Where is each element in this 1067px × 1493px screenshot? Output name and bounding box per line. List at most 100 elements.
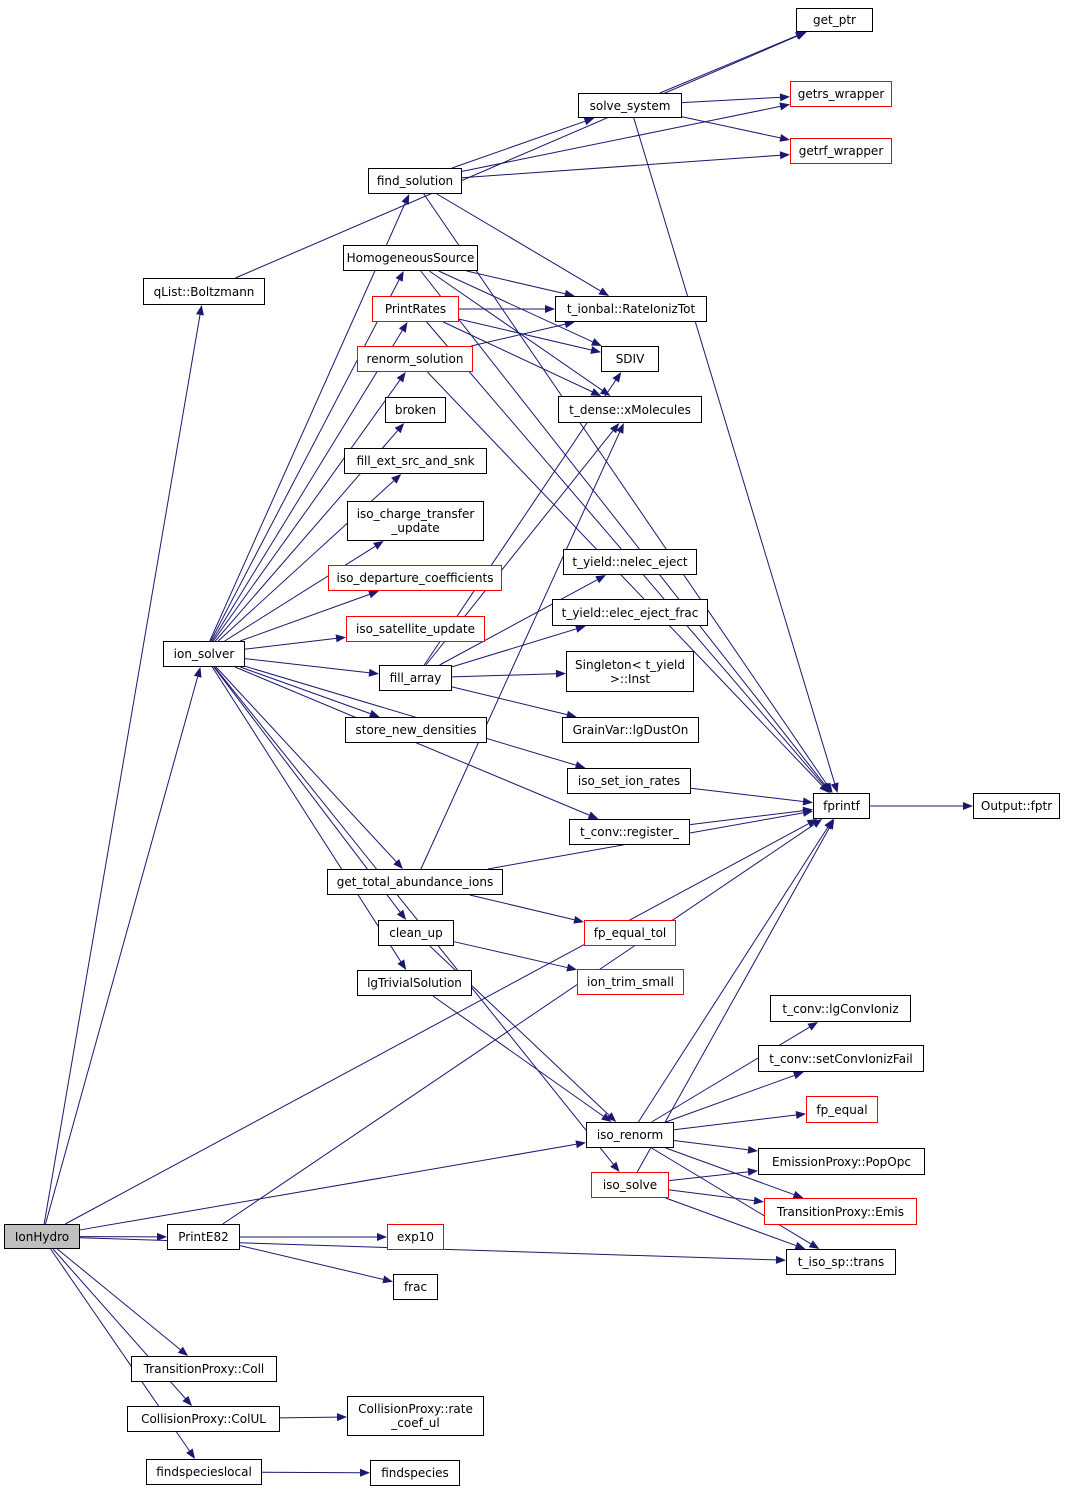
node-iso-solve[interactable]: iso_solve xyxy=(591,1172,669,1198)
node-qlist-boltzmann[interactable]: qList::Boltzmann xyxy=(143,278,265,305)
arrowhead-clean_up-to-iso_renorm xyxy=(606,1112,617,1122)
node-iso-departure-coefficients[interactable]: iso_departure_coefficients xyxy=(328,565,502,591)
node-findspecies[interactable]: findspecies xyxy=(370,1460,460,1486)
node-get-total-abundance-ions[interactable]: get_total_abundance_ions xyxy=(327,869,503,895)
arrowhead-ion_solver-to-broken xyxy=(394,423,405,434)
arrowhead-printrates-to-t_dense_xmolecules xyxy=(590,388,602,396)
arrowhead-fill_array-to-sdiv xyxy=(612,372,622,383)
arrowhead-clean_up-to-ion_trim_small xyxy=(566,963,577,972)
node-findspecieslocal[interactable]: findspecieslocal xyxy=(146,1459,262,1485)
arrowhead-find_solution-to-solve_system xyxy=(583,117,595,126)
arrowhead-fill_array-to-grainvar_lgduston xyxy=(566,710,577,719)
node-exp10[interactable]: exp10 xyxy=(387,1224,444,1250)
arrowhead-homogeneoussource-to-t_dense_xmolecules xyxy=(599,387,611,396)
arrowhead-collisionproxy_colul-to-collisionproxy_rate_coef_ul xyxy=(336,1413,347,1422)
arrowhead-get_total_abundance_ions-to-t_dense_xmolecules xyxy=(616,423,624,434)
edge-ion_solver-to-iso_departure_coefficients xyxy=(239,593,370,642)
arrowhead-renorm_solution-to-fprintf xyxy=(819,783,830,793)
edge-find_solution-to-getrs_wrapper xyxy=(461,105,781,172)
node-printe82[interactable]: PrintE82 xyxy=(167,1224,240,1250)
arrowhead-ion_solver-to-printrates xyxy=(398,322,408,333)
arrowhead-ion_solver-to-iso_solve xyxy=(610,1161,620,1172)
node-fp-equal-tol[interactable]: fp_equal_tol xyxy=(584,920,676,946)
arrowhead-ionhydro-to-ion_solver xyxy=(193,667,202,678)
node-output-fptr[interactable]: Output::fptr xyxy=(973,793,1060,819)
edge-ion_solver-to-iso_set_ion_rates xyxy=(244,665,577,766)
node-renorm-solution[interactable]: renorm_solution xyxy=(357,346,473,372)
node-fill-array[interactable]: fill_array xyxy=(379,665,452,691)
edge-get_total_abundance_ions-to-t_dense_xmolecules xyxy=(420,431,621,870)
node-frac[interactable]: frac xyxy=(393,1274,438,1300)
arrowhead-renorm_solution-to-t_ionbal_rateioniztot xyxy=(564,320,575,329)
arrowhead-find_solution-to-getrs_wrapper xyxy=(779,102,790,111)
node-singleton-inst[interactable]: Singleton< t_yield >::Inst xyxy=(566,651,694,692)
node-t-iso-sp-trans[interactable]: t_iso_sp::trans xyxy=(786,1249,896,1275)
node-fprintf[interactable]: fprintf xyxy=(813,793,870,819)
node-collisionproxy-colul[interactable]: CollisionProxy::ColUL xyxy=(127,1406,280,1432)
edge-get_total_abundance_ions-to-fp_equal_tol xyxy=(469,894,575,921)
node-broken[interactable]: broken xyxy=(385,397,446,423)
edge-iso_solve-to-transitionproxy_emis xyxy=(668,1189,755,1202)
edge-printrates-to-sdiv xyxy=(458,318,592,351)
node-t-dense-xmolecules[interactable]: t_dense::xMolecules xyxy=(558,396,702,423)
node-collisionproxy-rate-coef-ul[interactable]: CollisionProxy::rate _coef_ul xyxy=(347,1396,484,1436)
node-clean-up[interactable]: clean_up xyxy=(378,920,454,946)
node-transitionproxy-coll[interactable]: TransitionProxy::Coll xyxy=(131,1356,277,1382)
arrowhead-printe82-to-frac xyxy=(382,1275,393,1284)
node-grainvar-lgduston[interactable]: GrainVar::lgDustOn xyxy=(562,717,699,743)
node-printrates[interactable]: PrintRates xyxy=(372,296,459,322)
node-fp-equal[interactable]: fp_equal xyxy=(806,1096,878,1123)
edge-ion_solver-to-iso_solve xyxy=(214,666,614,1165)
node-iso-set-ion-rates[interactable]: iso_set_ion_rates xyxy=(567,768,691,794)
node-store-new-densities[interactable]: store_new_densities xyxy=(345,717,487,743)
node-ionhydro: IonHydro xyxy=(4,1224,80,1249)
edge-clean_up-to-ion_trim_small xyxy=(453,941,568,969)
arrowhead-get_total_abundance_ions-to-fprintf xyxy=(802,808,813,817)
node-t-ionbal-rateioniztot[interactable]: t_ionbal::RateIonizTot xyxy=(555,296,707,322)
arrowhead-iso_renorm-to-fp_equal xyxy=(795,1111,806,1119)
node-ion-solver[interactable]: ion_solver xyxy=(163,641,245,667)
edge-iso_solve-to-fprintf xyxy=(636,827,830,1173)
edge-ion_solver-to-iso_satellite_update xyxy=(244,637,337,650)
arrowhead-fill_array-to-t_yield_elec_eject_frac xyxy=(575,625,586,633)
edge-ion_solver-to-lgtrivialsolution xyxy=(211,666,402,962)
node-find-solution[interactable]: find_solution xyxy=(368,168,462,194)
node-iso-satellite-update[interactable]: iso_satellite_update xyxy=(346,616,485,642)
node-solve-system[interactable]: solve_system xyxy=(578,93,682,118)
arrowhead-ionhydro-to-transitionproxy_coll xyxy=(177,1346,189,1356)
node-homogeneoussource[interactable]: HomogeneousSource xyxy=(343,245,478,271)
node-transitionproxy-emis[interactable]: TransitionProxy::Emis xyxy=(764,1198,917,1225)
edge-ionhydro-to-fprintf xyxy=(64,823,809,1225)
arrowhead-lgtrivialsolution-to-iso_renorm xyxy=(601,1112,612,1122)
edge-homogeneoussource-to-sdiv xyxy=(438,270,593,343)
node-getrs-wrapper[interactable]: getrs_wrapper xyxy=(790,81,892,107)
edge-find_solution-to-getrf_wrapper xyxy=(461,154,781,179)
node-get-ptr[interactable]: get_ptr xyxy=(796,8,873,32)
edge-collisionproxy_colul-to-collisionproxy_rate_coef_ul xyxy=(279,1416,338,1419)
edge-ion_solver-to-fill_array xyxy=(244,658,370,674)
node-t-conv-lgconvioniz[interactable]: t_conv::lgConvIoniz xyxy=(770,995,911,1022)
node-sdiv[interactable]: SDIV xyxy=(601,346,659,372)
node-t-yield-nelec-eject[interactable]: t_yield::nelec_eject xyxy=(563,549,697,575)
node-t-conv-register[interactable]: t_conv::register_ xyxy=(569,819,690,845)
arrowhead-homogeneoussource-to-sdiv xyxy=(590,338,602,346)
edge-fill_array-to-grainvar_lgduston xyxy=(451,686,568,716)
node-getrf-wrapper[interactable]: getrf_wrapper xyxy=(790,138,892,164)
node-fill-ext-src-and-snk[interactable]: fill_ext_src_and_snk xyxy=(344,448,487,474)
edge-lgtrivialsolution-to-iso_renorm xyxy=(432,995,604,1117)
node-t-yield-elec-eject-frac[interactable]: t_yield::elec_eject_frac xyxy=(552,599,708,626)
arrowhead-ionhydro-to-iso_renorm xyxy=(575,1140,586,1149)
node-ion-trim-small[interactable]: ion_trim_small xyxy=(577,969,684,995)
edge-ionhydro-to-qlist_boltzmann xyxy=(43,314,201,1225)
node-emissionproxy-popopc[interactable]: EmissionProxy::PopOpc xyxy=(758,1148,925,1175)
arrowhead-find_solution-to-t_ionbal_rateioniztot xyxy=(598,287,610,296)
node-iso-charge-transfer-update[interactable]: iso_charge_transfer _update xyxy=(347,501,484,541)
arrowhead-fill_array-to-singleton_inst xyxy=(555,669,566,678)
arrowhead-solve_system-to-getrs_wrapper xyxy=(779,93,790,102)
edge-fill_array-to-t_yield_nelec_eject xyxy=(439,579,598,666)
node-t-conv-setconvionizfail[interactable]: t_conv::setConvIonizFail xyxy=(758,1045,924,1072)
node-lgtrivialsolution[interactable]: lgTrivialSolution xyxy=(357,970,472,996)
node-iso-renorm[interactable]: iso_renorm xyxy=(586,1122,674,1148)
edge-iso_renorm-to-transitionproxy_emis xyxy=(665,1147,795,1196)
edge-iso_renorm-to-emissionproxy_popopc xyxy=(673,1140,749,1151)
